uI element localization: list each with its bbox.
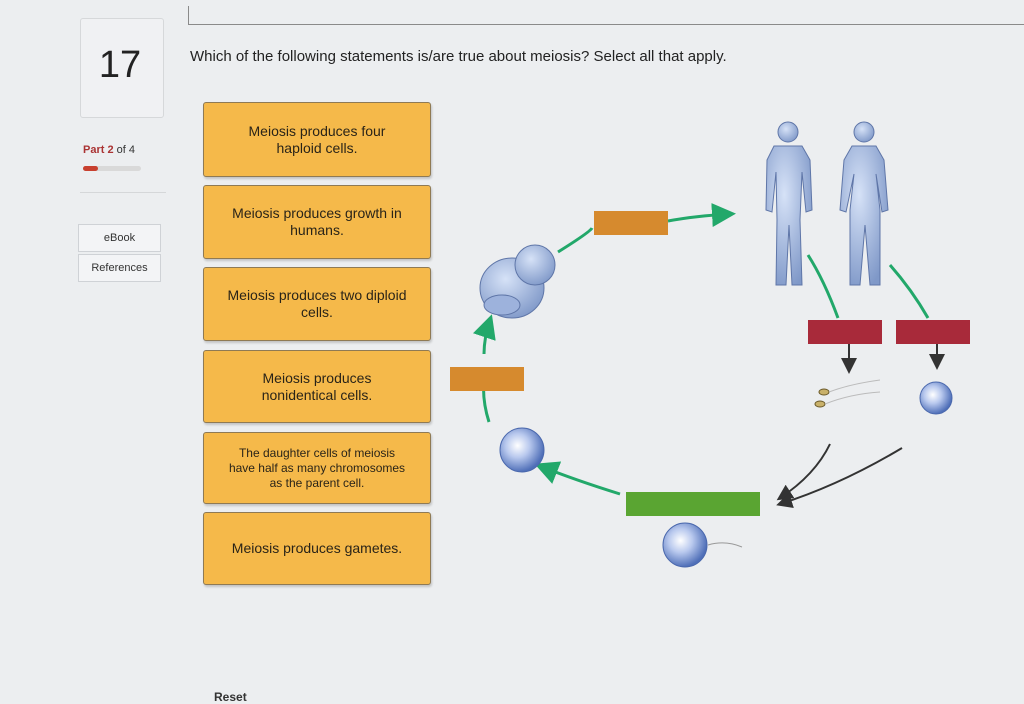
arrow-to-zygote: [534, 461, 621, 496]
arrow-sperm-to-fertilization: [776, 443, 831, 501]
drop-target-development[interactable]: [450, 367, 524, 391]
header-rule: [188, 6, 1024, 25]
ebook-button[interactable]: eBook: [78, 224, 161, 252]
ebook-label: eBook: [103, 232, 136, 244]
sperm-cells-illustration: [814, 379, 881, 408]
option-text: Meiosis produces gametes.: [231, 540, 403, 556]
question-number-box: [80, 18, 164, 118]
arrow-baby-to-box: [557, 227, 594, 254]
references-button[interactable]: References: [78, 254, 161, 282]
option-gametes[interactable]: Meiosis produces gametes.: [203, 512, 431, 585]
drop-target-meiosis-male[interactable]: [808, 320, 882, 344]
option-text: nonidentical cells.: [261, 386, 373, 403]
arrow-egg-to-fertilization: [776, 447, 903, 509]
question-number: 17: [98, 44, 142, 86]
male-figure: [765, 121, 813, 286]
option-text: Meiosis produces: [262, 369, 372, 386]
option-text: have half as many chromosomes: [228, 460, 406, 475]
egg-cell-illustration: [919, 381, 953, 415]
option-text: as the parent cell.: [269, 475, 365, 490]
arrow-female-down: [888, 264, 930, 319]
drop-target-growth[interactable]: [594, 211, 668, 235]
sidebar-separator: [80, 192, 166, 193]
references-label: References: [91, 262, 148, 274]
drop-target-meiosis-female[interactable]: [896, 320, 970, 344]
question-text: Which of the following statements is/are…: [190, 48, 727, 65]
part-label: Part: [83, 144, 105, 156]
fetus-illustration: [479, 244, 556, 319]
arrow-male-down: [806, 254, 840, 319]
option-text: The daughter cells of meiosis: [238, 445, 396, 460]
part-progress-bar: [83, 166, 141, 171]
reset-button[interactable]: Reset: [214, 690, 247, 704]
female-figure: [839, 121, 889, 286]
option-text: Meiosis produces two diploid: [227, 287, 407, 303]
option-text: Meiosis produces four: [248, 122, 386, 139]
option-text: Meiosis produces growth in: [232, 205, 402, 221]
fertilization-illustration: [662, 522, 743, 568]
arrow-to-baby: [472, 314, 496, 355]
option-text: cells.: [301, 304, 333, 320]
zygote-illustration: [499, 427, 545, 473]
part-current: 2: [107, 144, 114, 156]
part-indicator: Part 2 of 4: [83, 144, 135, 156]
life-cycle-diagram: [472, 121, 953, 568]
arrow-to-adults: [667, 203, 736, 228]
drop-target-fertilization[interactable]: [626, 492, 760, 516]
option-text: haploid cells.: [276, 139, 358, 156]
part-progress-fill: [83, 166, 98, 171]
part-total: of 4: [116, 144, 136, 156]
option-text: humans.: [290, 222, 344, 238]
